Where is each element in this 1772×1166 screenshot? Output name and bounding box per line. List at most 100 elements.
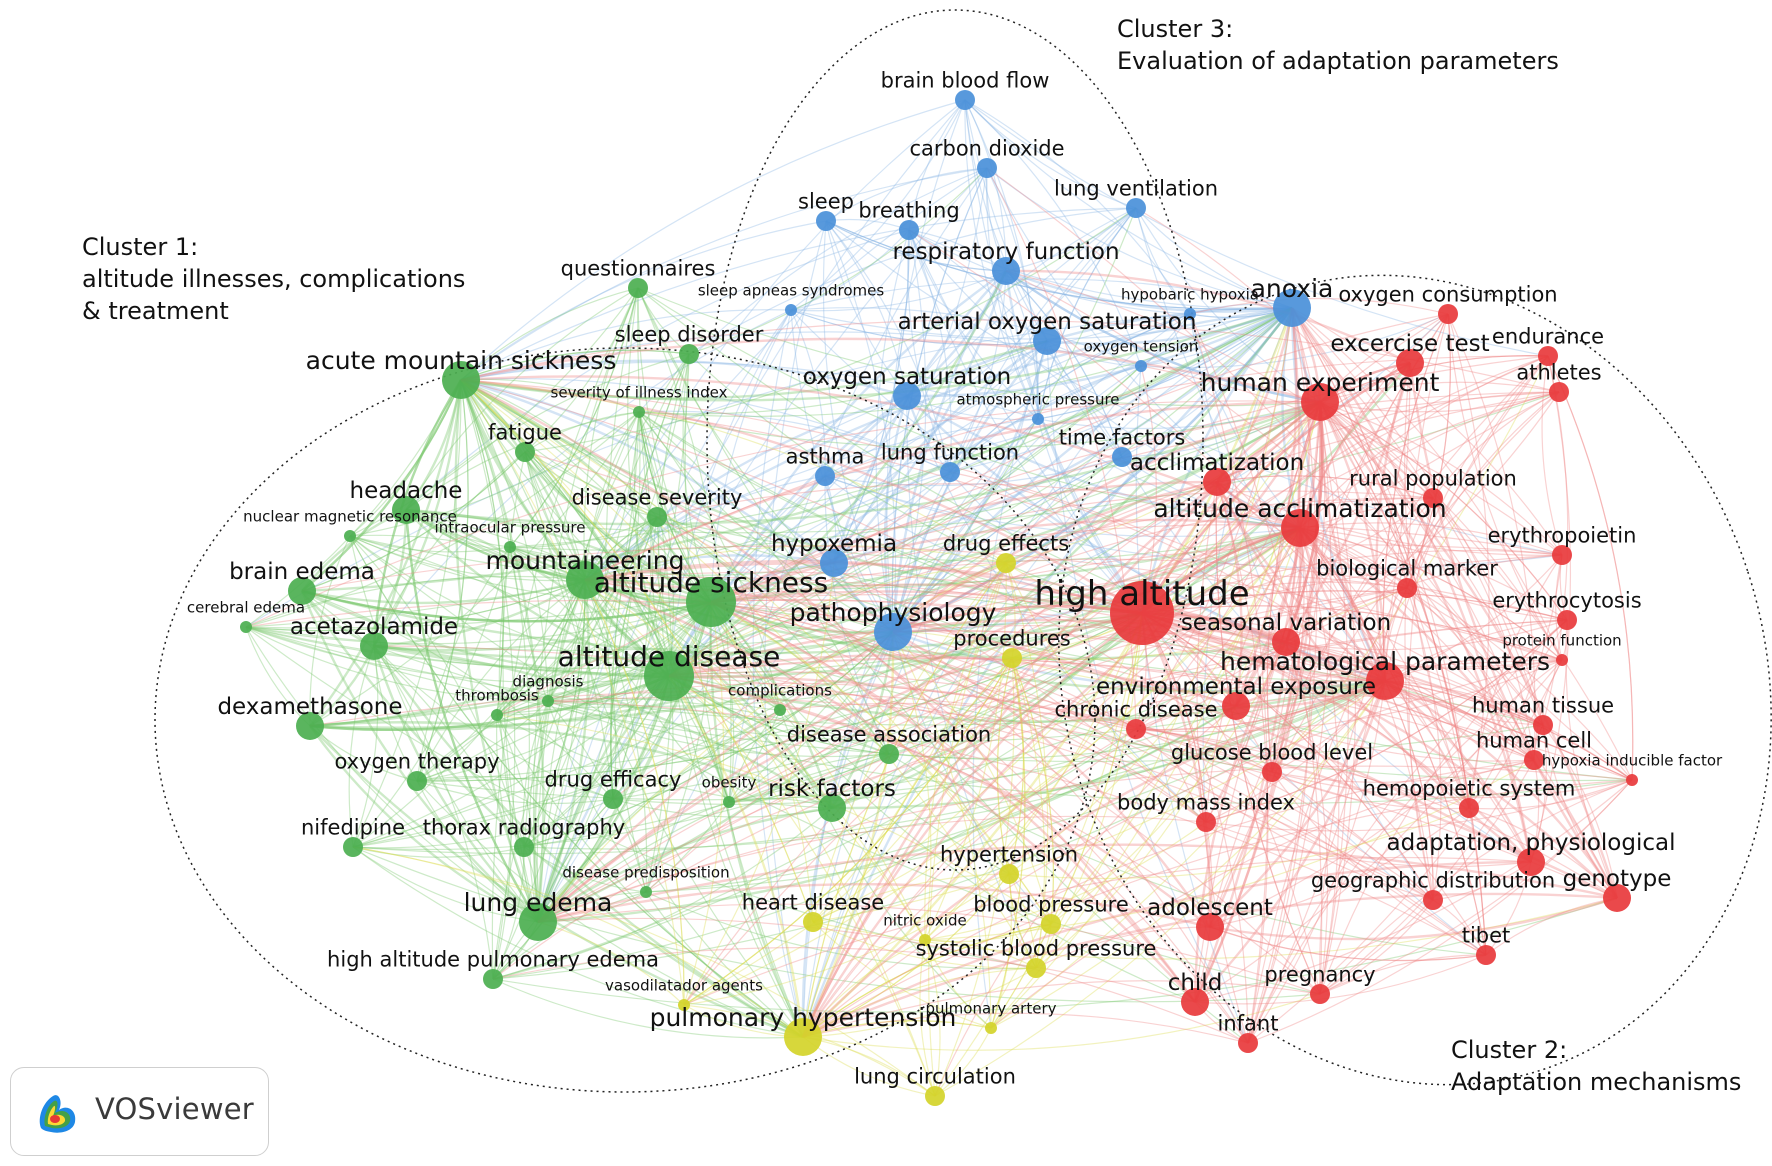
keyword-node-arterial-oxygen-saturation[interactable]: [1033, 327, 1061, 355]
keyword-node-hematological-parameters[interactable]: [1366, 662, 1404, 700]
link-edge: [537, 843, 1618, 924]
link-edge: [638, 411, 890, 755]
keyword-node-anoxia[interactable]: [1273, 289, 1311, 327]
keyword-node-seasonal-variation[interactable]: [1272, 628, 1300, 656]
keyword-node-altitude-acclimatization[interactable]: [1281, 509, 1319, 547]
keyword-node-respiratory-function[interactable]: [992, 257, 1020, 285]
keyword-node-thorax-radiography[interactable]: [514, 837, 534, 857]
keyword-node-intraocular-pressure[interactable]: [504, 541, 516, 553]
keyword-node-asthma[interactable]: [815, 466, 835, 486]
keyword-node-lung-function[interactable]: [940, 462, 960, 482]
keyword-node-altitude-sickness[interactable]: [686, 577, 736, 627]
keyword-node-risk-factors[interactable]: [818, 794, 846, 822]
keyword-node-endurance[interactable]: [1538, 346, 1558, 366]
keyword-node-fatigue[interactable]: [515, 442, 535, 462]
keyword-node-sleep-disorder[interactable]: [679, 344, 699, 364]
keyword-node-body-mass-index[interactable]: [1196, 812, 1216, 832]
keyword-node-genotype[interactable]: [1603, 884, 1631, 912]
keyword-node-oxygen-therapy[interactable]: [407, 771, 427, 791]
keyword-node-rural-population[interactable]: [1423, 488, 1443, 508]
keyword-node-cerebral-edema[interactable]: [240, 621, 252, 633]
keyword-node-systolic-blood-pressure[interactable]: [1026, 958, 1046, 978]
keyword-node-child[interactable]: [1181, 988, 1209, 1016]
keyword-node-biological-marker[interactable]: [1397, 578, 1417, 598]
keyword-node-erythropoietin[interactable]: [1552, 545, 1572, 565]
link-edge: [492, 579, 586, 980]
keyword-node-hypoxemia[interactable]: [820, 549, 848, 577]
keyword-node-headache[interactable]: [392, 496, 420, 524]
link-edge: [509, 546, 835, 576]
keyword-node-human-cell[interactable]: [1524, 750, 1544, 770]
keyword-node-obesity[interactable]: [723, 796, 735, 808]
keyword-node-breathing[interactable]: [899, 220, 919, 240]
keyword-node-oxygen-consumption[interactable]: [1438, 304, 1458, 324]
keyword-node-carbon-dioxide[interactable]: [977, 158, 997, 178]
keyword-node-lung-ventilation[interactable]: [1126, 198, 1146, 218]
keyword-node-hypertension[interactable]: [999, 864, 1019, 884]
keyword-node-procedures[interactable]: [1002, 648, 1022, 668]
keyword-node-human-experiment[interactable]: [1301, 383, 1339, 421]
keyword-node-chronic-disease[interactable]: [1126, 719, 1146, 739]
keyword-node-adaptation-physiological[interactable]: [1517, 848, 1545, 876]
link-edge: [1141, 612, 1544, 726]
link-edge: [1209, 659, 1563, 928]
keyword-node-pulmonary-artery[interactable]: [985, 1022, 997, 1034]
keyword-node-nitric-oxide[interactable]: [919, 934, 931, 946]
keyword-node-lung-edema[interactable]: [519, 903, 557, 941]
keyword-node-atmospheric-pressure[interactable]: [1032, 413, 1044, 425]
keyword-node-infant[interactable]: [1238, 1033, 1258, 1053]
keyword-node-pulmonary-hypertension[interactable]: [784, 1018, 822, 1056]
keyword-node-brain-edema[interactable]: [288, 577, 316, 605]
keyword-node-geographic-distribution[interactable]: [1423, 890, 1443, 910]
keyword-node-questionnaires[interactable]: [628, 278, 648, 298]
keyword-node-oxygen-tension[interactable]: [1135, 360, 1147, 372]
keyword-node-hemopoietic-system[interactable]: [1459, 798, 1479, 818]
keyword-node-time-factors[interactable]: [1112, 447, 1132, 467]
keyword-node-heart-disease[interactable]: [803, 912, 823, 932]
keyword-node-pregnancy[interactable]: [1310, 984, 1330, 1004]
keyword-node-tibet[interactable]: [1476, 945, 1496, 965]
keyword-node-protein-function[interactable]: [1556, 654, 1568, 666]
keyword-node-sleep[interactable]: [816, 211, 836, 231]
keyword-label-systolic-blood-pressure: systolic blood pressure: [916, 936, 1157, 960]
keyword-node-thrombosis[interactable]: [491, 709, 503, 721]
keyword-node-lung-circulation[interactable]: [925, 1086, 945, 1106]
keyword-node-mountaineering[interactable]: [566, 561, 604, 599]
link-edge: [373, 645, 494, 980]
link-edge: [710, 471, 951, 603]
keyword-node-vasodilatador-agents[interactable]: [678, 999, 690, 1011]
keyword-node-oxygen-saturation[interactable]: [893, 382, 921, 410]
keyword-node-hypobaric-hypoxia[interactable]: [1184, 308, 1196, 320]
keyword-node-adolescent[interactable]: [1196, 913, 1224, 941]
keyword-node-glucose-blood-level[interactable]: [1262, 762, 1282, 782]
link-edge: [668, 270, 1008, 677]
keyword-node-acclimatization[interactable]: [1203, 468, 1231, 496]
keyword-node-acetazolamide[interactable]: [360, 632, 388, 660]
keyword-node-nuclear-magnetic-resonance[interactable]: [344, 530, 356, 542]
keyword-node-human-tissue[interactable]: [1533, 715, 1553, 735]
keyword-node-brain-blood-flow[interactable]: [955, 90, 975, 110]
keyword-node-diagnosis[interactable]: [542, 695, 554, 707]
keyword-node-altitude-disease[interactable]: [644, 651, 694, 701]
keyword-node-excercise-test[interactable]: [1396, 349, 1424, 377]
keyword-node-dexamethasone[interactable]: [296, 712, 324, 740]
keyword-node-complications[interactable]: [774, 704, 786, 716]
link-edge: [416, 601, 712, 782]
keyword-node-high-altitude-pulmonary-edema[interactable]: [483, 969, 503, 989]
keyword-node-environmental-exposure[interactable]: [1222, 692, 1250, 720]
keyword-node-nifedipine[interactable]: [343, 837, 363, 857]
keyword-node-disease-association[interactable]: [879, 744, 899, 764]
keyword-node-disease-severity[interactable]: [647, 507, 667, 527]
keyword-node-sleep-apneas-syndromes[interactable]: [785, 304, 797, 316]
keyword-node-drug-efficacy[interactable]: [603, 789, 623, 809]
keyword-node-blood-pressure[interactable]: [1041, 914, 1061, 934]
keyword-node-acute-mountain-sickness[interactable]: [442, 361, 480, 399]
keyword-node-athletes[interactable]: [1549, 382, 1569, 402]
keyword-node-drug-effects[interactable]: [996, 553, 1016, 573]
keyword-node-pathophysiology[interactable]: [874, 613, 912, 651]
keyword-node-disease-predisposition[interactable]: [640, 886, 652, 898]
keyword-node-severity-of-illness-index[interactable]: [633, 406, 645, 418]
keyword-node-high-altitude[interactable]: [1110, 581, 1174, 645]
keyword-node-erythrocytosis[interactable]: [1557, 610, 1577, 630]
keyword-node-hypoxia-inducible-factor[interactable]: [1626, 774, 1638, 786]
